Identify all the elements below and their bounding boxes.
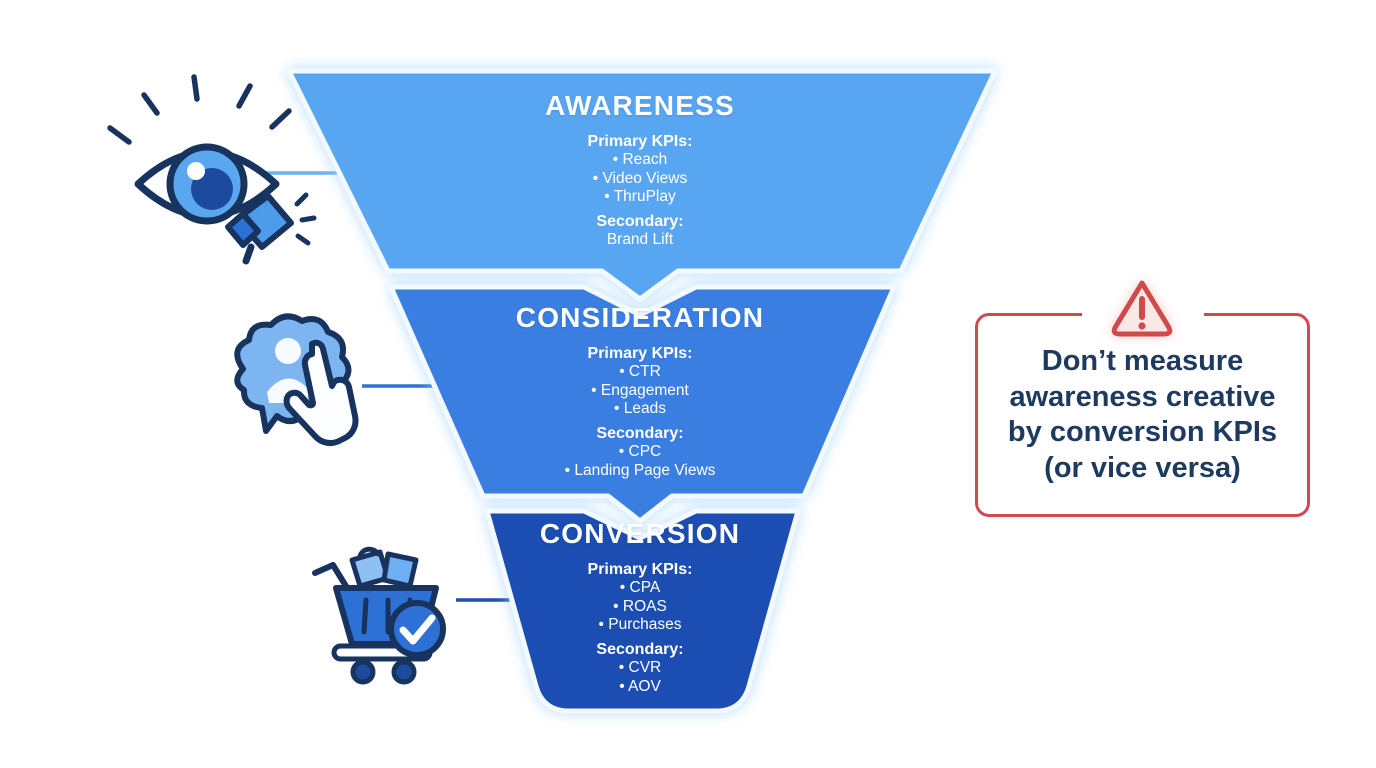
kpi-item: • Engagement bbox=[591, 381, 689, 399]
kpi-item: • CPC bbox=[618, 443, 662, 461]
kpi-item: • AOV bbox=[619, 677, 661, 695]
stage-consideration-text: CONSIDERATION Primary KPIs: • CTR • Enga… bbox=[440, 302, 840, 481]
warning-callout: Don’t measure awareness creative by conv… bbox=[975, 313, 1310, 517]
stage-consideration-title: CONSIDERATION bbox=[515, 302, 765, 333]
callout-line: by conversion KPIs bbox=[1007, 416, 1278, 448]
kpi-item: Brand Lift bbox=[606, 231, 674, 249]
funnel-stage-conversion-shape bbox=[484, 508, 801, 714]
primary-kpis-label: Primary KPIs: bbox=[587, 345, 693, 362]
secondary-kpis-label: Secondary: bbox=[596, 641, 684, 659]
stage-awareness-text: AWARENESS Primary KPIs: • Reach • Video … bbox=[440, 90, 840, 250]
stage-awareness-title: AWARENESS bbox=[545, 90, 735, 121]
kpi-item: • Purchases bbox=[598, 616, 682, 634]
funnel-stage-consideration-shape bbox=[388, 284, 897, 524]
funnel-stage-awareness-shape bbox=[286, 68, 998, 302]
kpi-item: • Reach bbox=[612, 151, 668, 168]
warning-triangle-icon bbox=[1111, 280, 1173, 337]
callout-line: Don’t measure bbox=[1041, 345, 1244, 377]
kpi-item: • CVR bbox=[618, 659, 662, 677]
eye-megaphone-icon bbox=[107, 74, 317, 265]
kpi-item: • ROAS bbox=[613, 597, 667, 615]
callout-line: awareness creative bbox=[1009, 380, 1276, 413]
kpi-item: • CPA bbox=[619, 579, 661, 596]
secondary-kpis-label: Secondary: bbox=[596, 213, 684, 231]
cart-check-icon bbox=[312, 546, 446, 685]
primary-kpis-label: Primary KPIs: bbox=[587, 561, 693, 578]
callout-line: (or vice versa) bbox=[1044, 451, 1241, 484]
secondary-kpis-label: Secondary: bbox=[596, 425, 684, 443]
stage-conversion-text: CONVERSION Primary KPIs: • CPA • ROAS • … bbox=[440, 518, 840, 697]
kpi-item: • CTR bbox=[619, 363, 661, 380]
brain-click-icon bbox=[234, 313, 359, 447]
primary-kpis-label: Primary KPIs: bbox=[587, 133, 693, 150]
kpi-item: • Leads bbox=[614, 400, 666, 418]
kpi-item: • Video Views bbox=[592, 169, 688, 187]
stage-conversion-title: CONVERSION bbox=[539, 518, 741, 549]
warning-callout-text: Don’t measure awareness creative by conv… bbox=[978, 344, 1307, 486]
kpi-item: • ThruPlay bbox=[604, 188, 676, 206]
kpi-item: • Landing Page Views bbox=[564, 461, 716, 479]
